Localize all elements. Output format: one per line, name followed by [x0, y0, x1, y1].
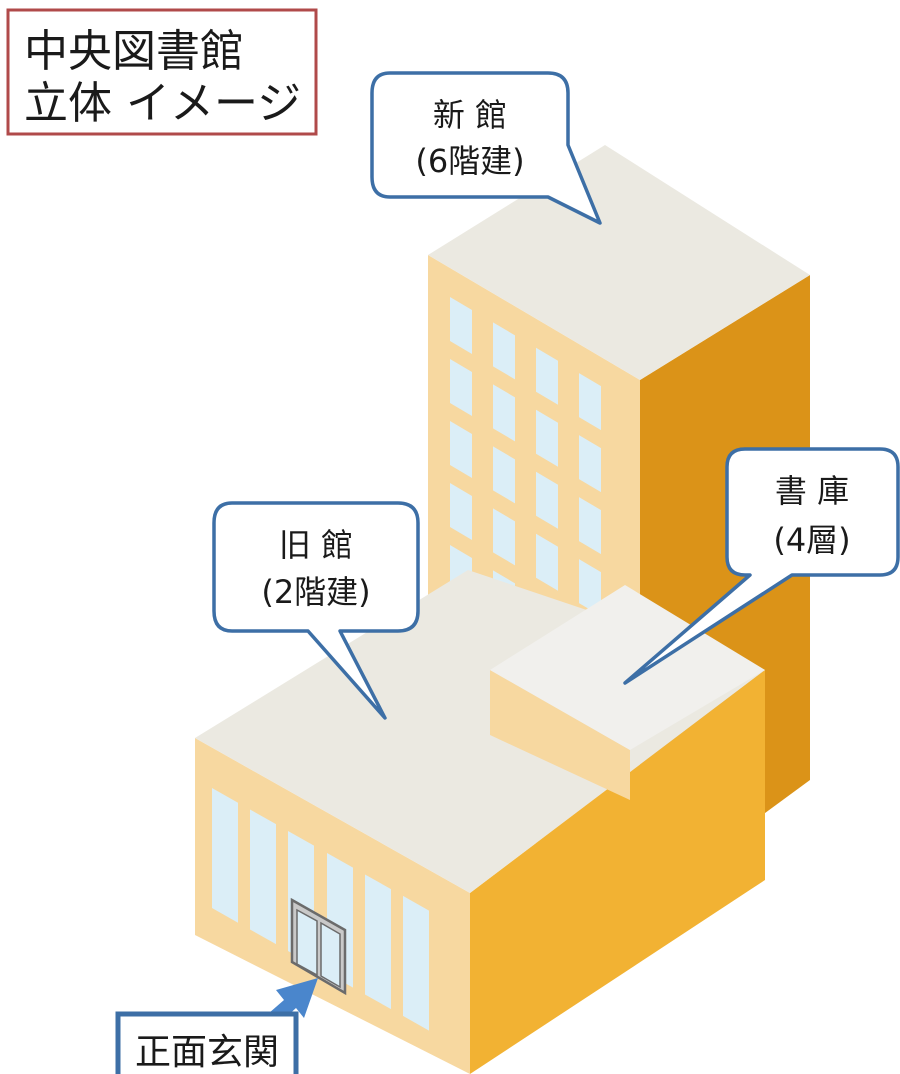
window — [536, 347, 558, 405]
window — [493, 322, 515, 380]
callout-stacks: 書 庫 (4層) — [623, 447, 900, 685]
window — [450, 483, 472, 540]
title-box: 中央図書館 立体 イメージ — [6, 8, 318, 136]
entrance-callout: 正面玄関 — [115, 978, 318, 1074]
window — [450, 297, 472, 354]
callout-old-building: 旧 館 (2階建) — [212, 501, 420, 720]
window — [450, 421, 472, 478]
new-building-roof — [428, 145, 810, 380]
window — [403, 895, 429, 1031]
window — [493, 384, 515, 442]
window — [579, 435, 601, 493]
window — [250, 809, 276, 945]
old-building-right-wall — [470, 670, 765, 1074]
callout-stacks-floors: (4層) — [773, 521, 850, 559]
stacks-roof — [490, 585, 765, 750]
window — [450, 359, 472, 416]
new-building-windows — [450, 297, 601, 679]
stacks-block — [490, 585, 765, 800]
callout-new-building: 新 館 (6階建) — [370, 71, 602, 225]
window — [536, 471, 558, 529]
callout-new-building-floors: (6階建) — [415, 142, 524, 180]
window — [579, 373, 601, 431]
window — [536, 409, 558, 467]
callout-old-building-name: 旧 館 — [279, 526, 353, 564]
window — [579, 559, 601, 617]
stacks-front-wall — [490, 670, 630, 800]
title-line-2: 立体 イメージ — [24, 78, 301, 129]
window — [536, 533, 558, 591]
callout-old-building-floors: (2階建) — [261, 573, 370, 611]
window — [365, 874, 391, 1010]
window — [493, 508, 515, 566]
callout-stacks-name: 書 庫 — [775, 472, 849, 510]
title-line-1: 中央図書館 — [24, 26, 244, 77]
window — [212, 788, 238, 923]
entrance-label: 正面玄関 — [135, 1032, 279, 1073]
entrance-door — [290, 897, 347, 996]
window — [493, 446, 515, 504]
callout-new-building-name: 新 館 — [433, 96, 507, 134]
window — [579, 497, 601, 555]
